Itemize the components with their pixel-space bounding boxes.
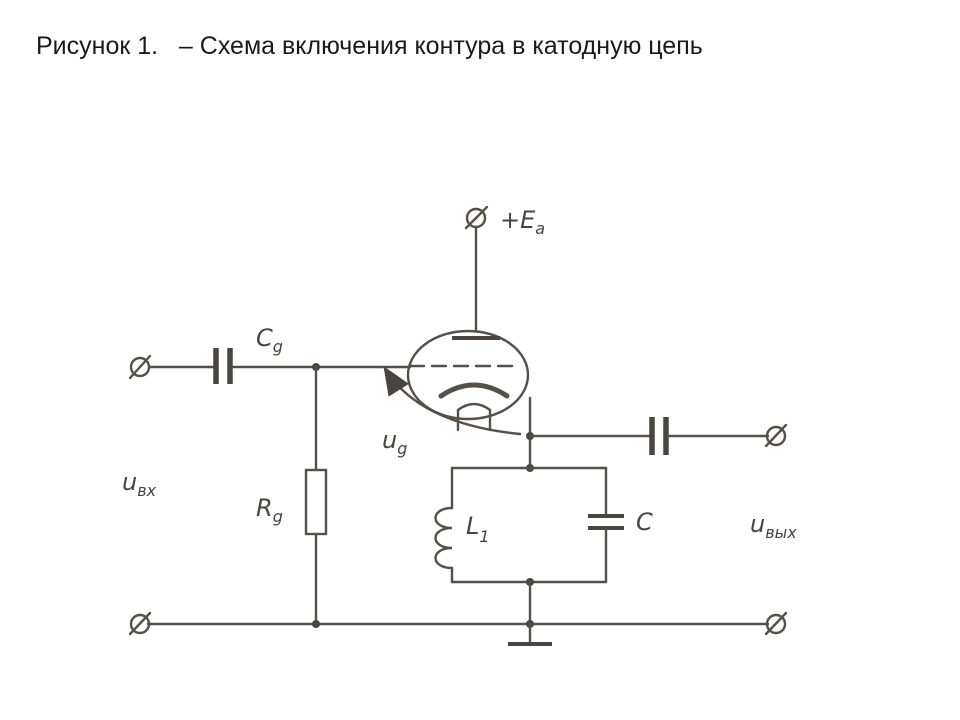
output-terminal	[764, 423, 788, 448]
ug-arrow	[383, 365, 522, 436]
inductor-l1	[434, 506, 454, 570]
capacitor-output	[649, 417, 669, 455]
anode-supply-terminal	[464, 205, 489, 230]
label-rg: Rg	[256, 494, 283, 526]
triode-tube	[406, 329, 530, 432]
capacitor-cg	[213, 348, 233, 384]
ground-symbol	[508, 622, 552, 646]
output-ground-terminal	[764, 611, 788, 636]
label-output-voltage: uвых	[750, 510, 797, 542]
label-cg: Cg	[256, 324, 283, 356]
figure-caption: Рисунок 1. – Схема включения контура в к…	[36, 32, 703, 60]
resistor-rg	[304, 468, 328, 536]
input-terminal	[128, 354, 152, 380]
label-ug: ug	[382, 426, 407, 458]
label-c: C	[636, 508, 653, 536]
capacitor-c	[588, 514, 624, 530]
input-ground-terminal	[128, 611, 152, 636]
label-input-voltage: uвх	[122, 468, 157, 500]
label-l1: L1	[466, 512, 490, 546]
label-ea: +Ea	[500, 206, 545, 238]
